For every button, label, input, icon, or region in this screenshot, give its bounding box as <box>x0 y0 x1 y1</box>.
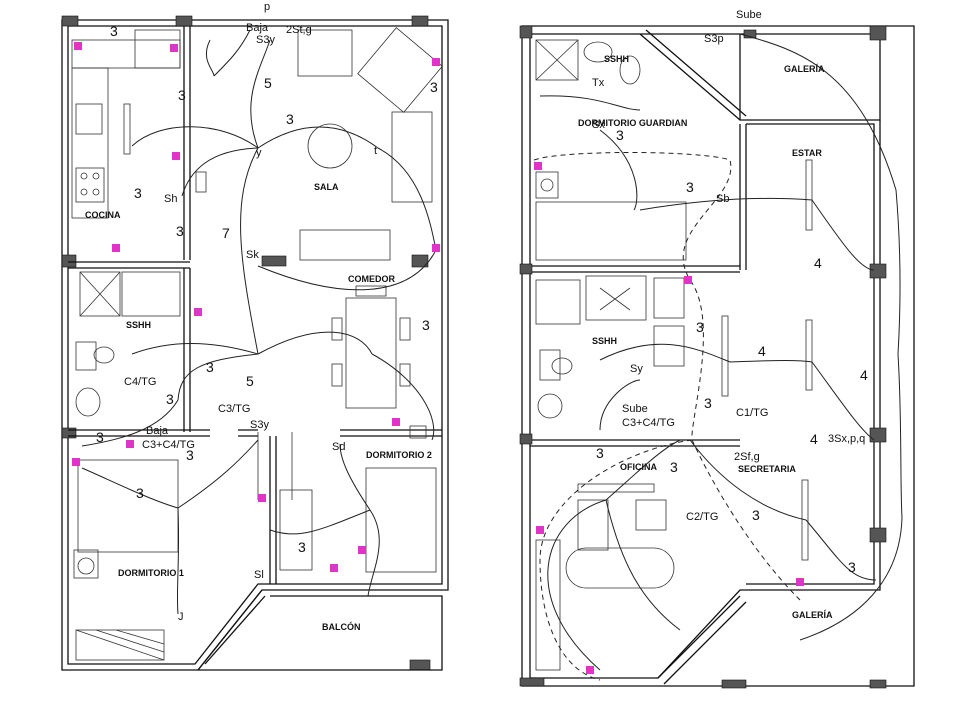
circuit-label-sx: Sx <box>592 119 605 131</box>
circuit-number: 4 <box>758 343 766 359</box>
circuit-number: 4 <box>814 255 822 271</box>
circuit-number: 3 <box>110 23 118 39</box>
outlet-marker <box>172 152 180 160</box>
outlet-marker <box>432 58 440 66</box>
circuit-number: 3 <box>136 485 144 501</box>
outlet-marker <box>358 546 366 554</box>
circuit-number: 7 <box>222 225 230 241</box>
right-outlets <box>534 162 804 674</box>
circuit-number: 3 <box>596 445 604 461</box>
left-outlets <box>72 42 440 572</box>
room-label-galeria-bottom: GALERÍA <box>792 610 833 620</box>
room-label-secretaria: SECRETARIA <box>738 464 796 474</box>
circuit-number: 3 <box>178 87 186 103</box>
room-label-estar: ESTAR <box>792 148 822 158</box>
room-label-comedor: COMEDOR <box>348 274 396 284</box>
circuit-number: 3 <box>696 319 704 335</box>
circuit-label-c3c4tg: C3+C4/TG <box>622 417 675 429</box>
circuit-label-2sfg: 2Sf,g <box>734 451 760 463</box>
room-label-cocina: COCINA <box>85 210 121 220</box>
circuit-number: 3 <box>704 395 712 411</box>
circuit-number: 3 <box>206 359 214 375</box>
circuit-label-sube-top: Sube <box>736 9 762 21</box>
circuit-label-sy: Sy <box>630 363 643 375</box>
circuit-number: 5 <box>246 373 254 389</box>
outlet-marker <box>684 276 692 284</box>
outlet-marker <box>258 494 266 502</box>
circuit-number: 3 <box>686 179 694 195</box>
left-plan <box>61 15 449 671</box>
circuit-label-s3p: S3p <box>704 33 724 45</box>
right-wiring <box>533 33 903 681</box>
outlet-marker <box>586 666 594 674</box>
room-label-dormitorio-2: DORMITORIO 2 <box>366 450 432 460</box>
left-wiring <box>81 29 437 615</box>
room-label-galeria-top: GALERÍA <box>784 64 825 74</box>
outlet-marker <box>432 244 440 252</box>
outlet-marker <box>796 578 804 586</box>
circuit-number: 5 <box>264 75 272 91</box>
outlet-marker <box>194 308 202 316</box>
circuit-label-y: y <box>256 147 262 159</box>
outlet-marker <box>536 526 544 534</box>
circuit-label-s3y-b: S3y <box>250 419 269 431</box>
circuit-label-sube-mid: Sube <box>622 403 648 415</box>
circuit-number: 3 <box>430 79 438 95</box>
circuit-label-sh: Sh <box>164 193 177 205</box>
circuit-number: 3 <box>298 539 306 555</box>
outlet-marker <box>392 418 400 426</box>
circuit-label-baja-top: Baja <box>246 22 269 34</box>
circuit-label-baja: Baja <box>146 425 169 437</box>
circuit-number: 3 <box>186 447 194 463</box>
circuit-label-t: t <box>374 145 377 157</box>
room-label-sshh-top: SSHH <box>604 54 629 64</box>
circuit-number: 3 <box>670 459 678 475</box>
circuit-label-sd: Sd <box>332 441 345 453</box>
circuit-label-sl: Sl <box>254 569 264 581</box>
circuit-number: 3 <box>616 127 624 143</box>
circuit-label-c3c4tg: C3+C4/TG <box>142 439 195 451</box>
circuit-number: 3 <box>848 559 856 575</box>
circuit-number: 3 <box>166 391 174 407</box>
circuit-label-p: p <box>264 1 270 13</box>
circuit-number: 3 <box>286 111 294 127</box>
room-label-oficina: OFICINA <box>620 462 657 472</box>
room-label-dormitorio-1: DORMITORIO 1 <box>118 568 184 578</box>
circuit-number: 3 <box>176 223 184 239</box>
circuit-label-c2tg: C2/TG <box>686 511 718 523</box>
circuit-number: 3 <box>134 185 142 201</box>
right-plan <box>519 25 915 689</box>
circuit-label-c1tg: C1/TG <box>736 407 768 419</box>
outlet-marker <box>330 564 338 572</box>
room-label-dormitorio-guardian: DORMITORIO GUARDIAN <box>578 118 687 128</box>
circuit-label-s3y: S3y <box>256 34 275 46</box>
room-label-sshh-mid: SSHH <box>592 336 617 346</box>
circuit-number: 3 <box>422 317 430 333</box>
outlet-marker <box>74 42 82 50</box>
circuit-number: 3 <box>752 507 760 523</box>
circuit-label-c4tg: C4/TG <box>124 376 156 388</box>
room-label-sala: SALA <box>314 182 339 192</box>
room-label-sshh: SSHH <box>126 320 151 330</box>
outlet-marker <box>170 44 178 52</box>
circuit-label-sk: Sk <box>246 249 259 261</box>
circuit-label-sb: Sb <box>716 193 729 205</box>
circuit-label-j: J <box>178 611 184 623</box>
circuit-number: 4 <box>860 367 868 383</box>
circuit-label-c3tg: C3/TG <box>218 403 250 415</box>
circuit-label-2stg: 2St,g <box>286 24 312 36</box>
outlet-marker <box>112 244 120 252</box>
circuit-number: 3 <box>96 429 104 445</box>
right-outer-wall <box>521 25 915 687</box>
outlet-marker <box>126 440 134 448</box>
left-circuit-numbers: 3 3 5 3 3 3 7 3 3 5 3 3 3 3 3 3 <box>96 23 438 555</box>
right-circuit-numbers: 3 3 4 4 4 4 3 3 3 3 3 3 <box>596 127 868 575</box>
circuit-number: 4 <box>810 431 818 447</box>
outlet-marker <box>534 162 542 170</box>
outlet-marker <box>72 458 80 466</box>
room-label-balcon: BALCÓN <box>322 621 361 632</box>
circuit-label-3sxpq: 3Sx,p,q <box>828 433 865 445</box>
circuit-label-tx: Tx <box>592 77 605 89</box>
